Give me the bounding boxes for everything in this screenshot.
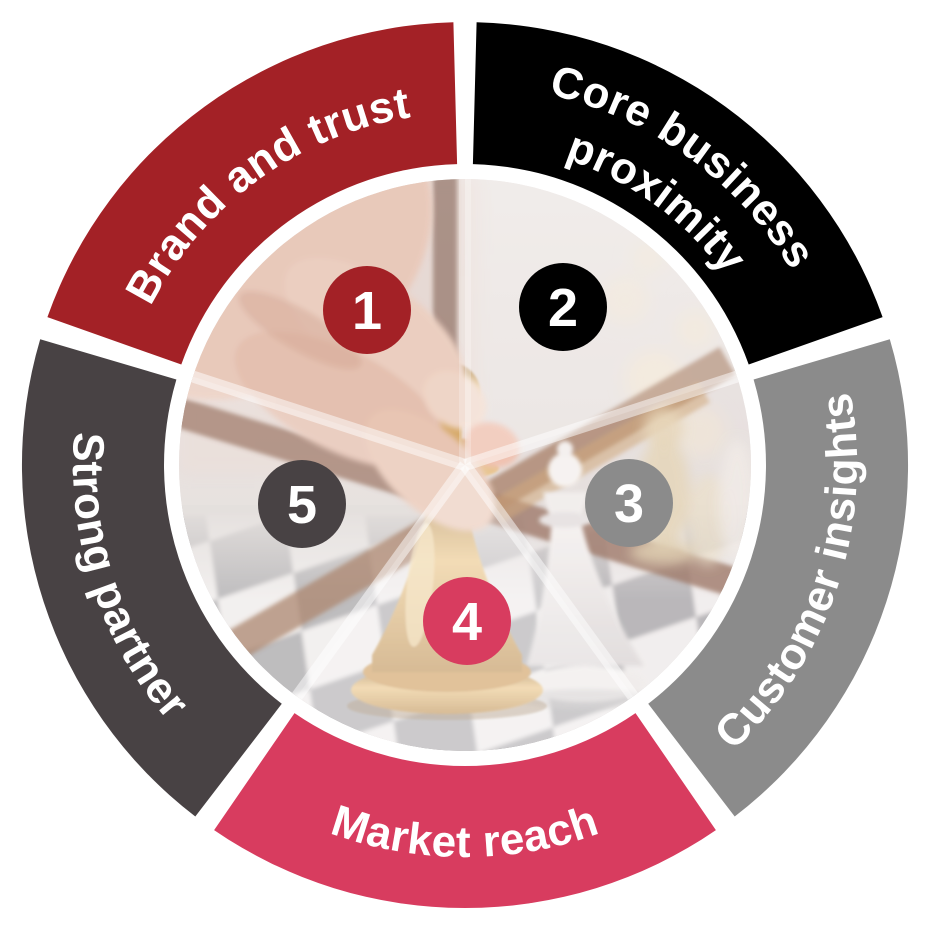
sector-divider — [463, 370, 739, 471]
ring-segments — [21, 22, 909, 908]
segment-arc-core-business-proximity — [472, 22, 883, 365]
number-3: 3 — [614, 474, 644, 534]
number-2: 2 — [548, 278, 578, 338]
segment-arc-customer-insights — [648, 339, 909, 817]
segment-arc-brand-and-trust — [47, 22, 458, 365]
number-badge-4 — [423, 577, 511, 665]
sector-divider — [191, 370, 467, 471]
segment-arc-market-reach — [214, 713, 716, 908]
number-badges: 1 2 3 4 5 — [258, 263, 673, 665]
sector-divider — [460, 461, 638, 700]
sector-divider — [292, 461, 470, 700]
number-1: 1 — [352, 281, 382, 341]
number-4: 4 — [452, 592, 482, 652]
number-badge-3 — [585, 459, 673, 547]
segment-arc-strong-partner — [21, 339, 282, 817]
white-chess-king — [515, 441, 655, 709]
number-5: 5 — [287, 475, 317, 535]
number-badge-5 — [258, 460, 346, 548]
number-badge-1 — [323, 266, 411, 354]
number-badge-2 — [519, 263, 607, 351]
